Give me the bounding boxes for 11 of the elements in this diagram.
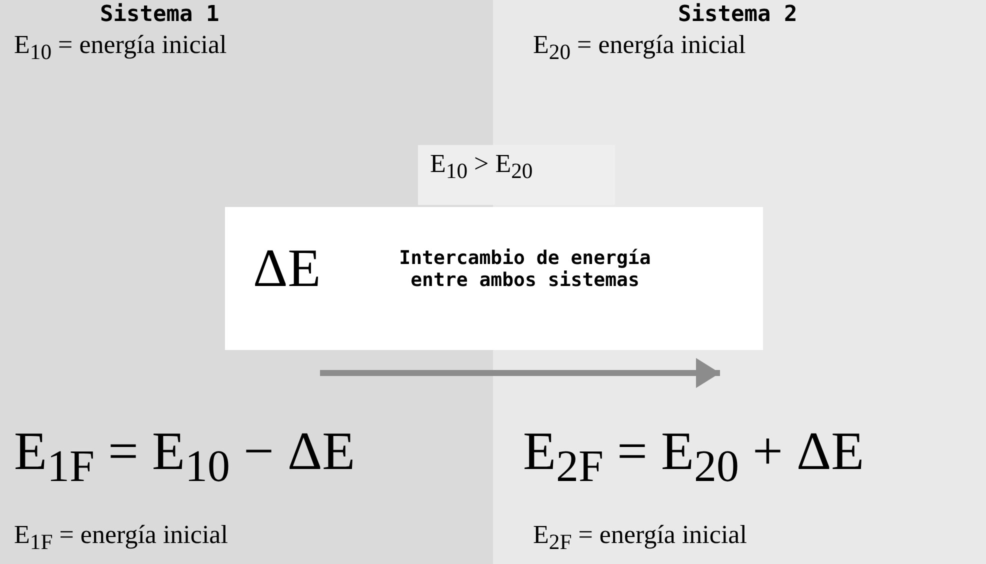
- equation: E$_{1}$$_{F}$ = E$_{1}$$_{0}$ − ΔE: [14, 420, 356, 492]
- panel-heading: Sistema 1: [100, 2, 220, 27]
- definition-text: E$_{2}$$_{0}$ = energía inicial: [533, 30, 746, 66]
- delta-symbol: ΔE: [253, 237, 321, 299]
- definition-text: E$_{2}$$_{F}$ = energía inicial: [533, 520, 747, 556]
- equation: E$_{2}$$_{F}$ = E$_{2}$$_{0}$ + ΔE: [523, 420, 864, 492]
- exchange-box: [225, 207, 763, 350]
- panel-heading: Sistema 2: [678, 2, 798, 27]
- definition-text: E$_{1}$$_{F}$ = energía inicial: [14, 520, 228, 556]
- description-text: Intercambio de energía entre ambos sistemas: [398, 247, 652, 291]
- definition-text: E$_{1}$$_{0}$ = energía inicial: [14, 30, 227, 66]
